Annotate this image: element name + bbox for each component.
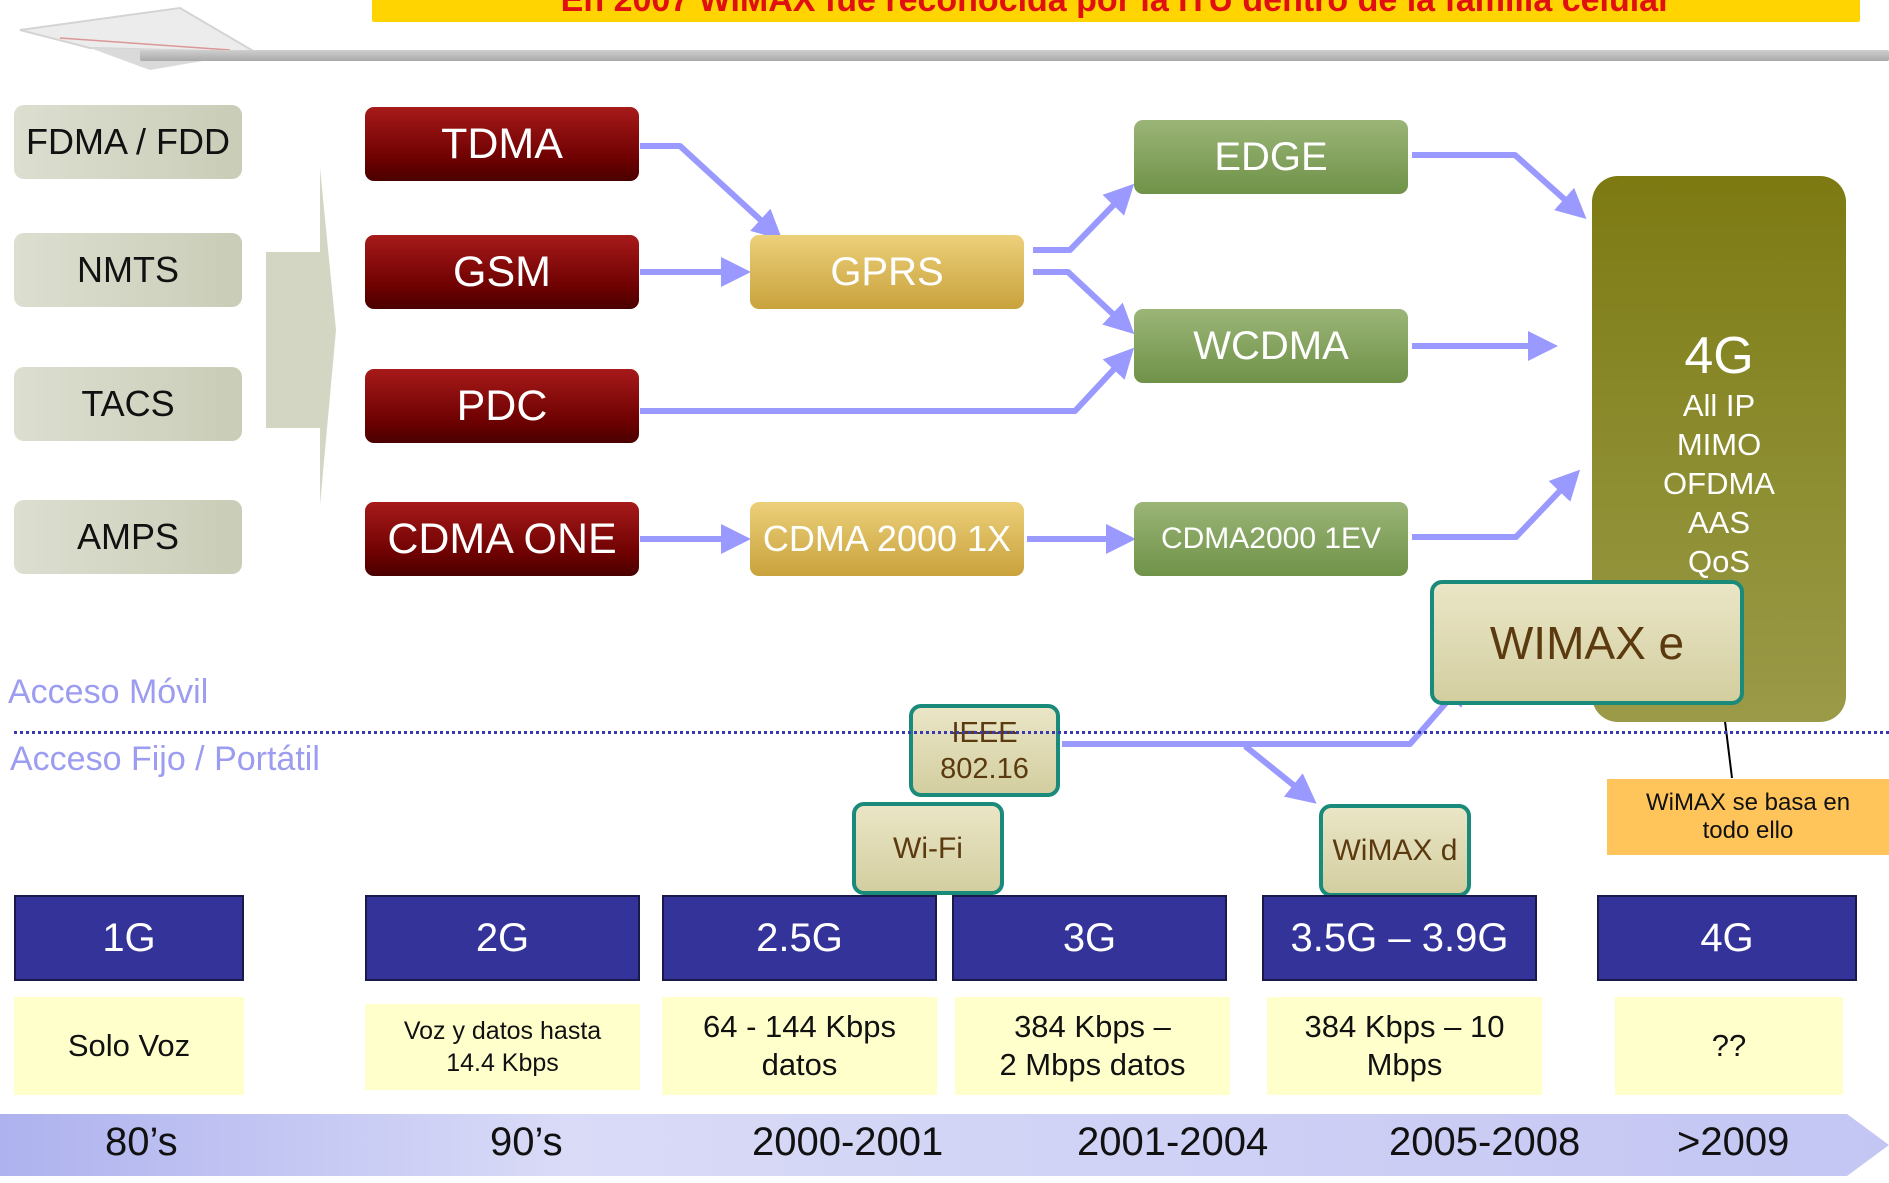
gen-2g: 2G xyxy=(365,895,640,981)
2g-tdma: TDMA xyxy=(365,107,639,181)
4g-feature-all-ip: All IP xyxy=(1682,388,1756,423)
speed-4g: ?? xyxy=(1615,997,1843,1095)
2g-pdc: PDC xyxy=(365,369,639,443)
title-banner: En 2007 WiMAX fue reconocida por la ITU … xyxy=(372,0,1860,22)
wimax-d-box: WiMAX d xyxy=(1319,804,1471,897)
timeline-80s: 80’s xyxy=(105,1120,178,1164)
timeline-arrow xyxy=(0,1114,1889,1176)
4g-feature-qos: QoS xyxy=(1687,544,1751,579)
cdma2000-1ev-box: CDMA2000 1EV xyxy=(1134,502,1408,576)
speed-3g-line-2: 2 Mbps datos xyxy=(999,1047,1186,1082)
gen-4g: 4G xyxy=(1597,895,1857,981)
speed-3-5g-line-1: 384 Kbps – 10 xyxy=(1304,1009,1505,1044)
note-line-2: todo ello xyxy=(1702,817,1794,844)
4g-title: 4G xyxy=(1684,327,1754,385)
speed-1g-line-1: Solo Voz xyxy=(67,1028,191,1063)
cdma2000-1x-box: CDMA 2000 1X xyxy=(750,502,1024,576)
1g-2g-arrow xyxy=(266,168,336,505)
2g-gsm: GSM xyxy=(365,235,639,309)
edge-box: EDGE xyxy=(1134,120,1408,194)
4g-feature-mimo: MIMO xyxy=(1676,427,1762,462)
arrow-gprs-wcdma xyxy=(1033,269,1135,335)
2g-cdma-one: CDMA ONE xyxy=(365,502,639,576)
speed-2g: Voz y datos hasta 14.4 Kbps xyxy=(365,1004,640,1090)
1g-fdma-fdd: FDMA / FDD xyxy=(14,105,242,179)
4g-feature-aas: AAS xyxy=(1687,505,1751,540)
gprs-box: GPRS xyxy=(750,235,1024,309)
arrow-1ev-4g xyxy=(1412,469,1581,540)
gen-3-5g: 3.5G – 3.9G xyxy=(1262,895,1537,981)
1g-tacs: TACS xyxy=(14,367,242,441)
arrow-ieee-wimax-d xyxy=(1243,743,1317,804)
speed-2g-line-2: 14.4 Kbps xyxy=(446,1049,559,1077)
arrow-edge-4g xyxy=(1412,152,1587,220)
gen-3g: 3G xyxy=(952,895,1227,981)
arrow-ieee-wimax-e xyxy=(1062,675,1470,747)
wimax-e-box: WIMAX e xyxy=(1430,580,1744,705)
gen-2-5g: 2.5G xyxy=(662,895,937,981)
4g-feature-ofdma: OFDMA xyxy=(1663,466,1775,501)
speed-2-5g: 64 - 144 Kbps datos xyxy=(662,997,937,1095)
access-divider xyxy=(14,731,1889,734)
gen-1g: 1G xyxy=(14,895,244,981)
speed-3g-line-1: 384 Kbps – xyxy=(1014,1009,1171,1044)
note-line-1: WiMAX se basa en xyxy=(1645,789,1851,816)
timeline-90s: 90’s xyxy=(490,1120,563,1164)
ieee-standard-number: 802.16 xyxy=(940,752,1029,785)
timeline-2005-2008: 2005-2008 xyxy=(1389,1120,1581,1164)
speed-2g-line-1: Voz y datos hasta xyxy=(403,1017,602,1045)
wcdma-box: WCDMA xyxy=(1134,309,1408,383)
arrow-pdc-wcdma xyxy=(640,347,1135,414)
timeline-2009: >2009 xyxy=(1677,1120,1790,1164)
ieee-802-16-box: IEEE 802.16 xyxy=(909,704,1060,797)
1g-amps: AMPS xyxy=(14,500,242,574)
speed-2-5g-line-1: 64 - 144 Kbps xyxy=(702,1009,897,1044)
speed-1g: Solo Voz xyxy=(14,997,244,1095)
speed-3g: 384 Kbps – 2 Mbps datos xyxy=(955,997,1230,1095)
timeline-2001-2004: 2001-2004 xyxy=(1077,1120,1269,1164)
speed-4g-line-1: ?? xyxy=(1711,1028,1747,1063)
wifi-box: Wi-Fi xyxy=(852,802,1004,895)
timeline-2000-2001: 2000-2001 xyxy=(752,1120,944,1164)
fixed-access-label: Acceso Fijo / Portátil xyxy=(10,740,320,778)
1g-nmts: NMTS xyxy=(14,233,242,307)
speed-2-5g-line-2: datos xyxy=(761,1047,838,1082)
arrow-tdma-gprs xyxy=(640,143,783,241)
header-divider xyxy=(140,50,1889,61)
arrow-gprs-edge xyxy=(1033,183,1135,253)
mobile-access-label: Acceso Móvil xyxy=(8,673,209,711)
speed-3-5g-line-2: Mbps xyxy=(1366,1047,1443,1082)
wimax-note: WiMAX se basa en todo ello xyxy=(1607,779,1889,855)
speed-3-5g: 384 Kbps – 10 Mbps xyxy=(1267,997,1542,1095)
